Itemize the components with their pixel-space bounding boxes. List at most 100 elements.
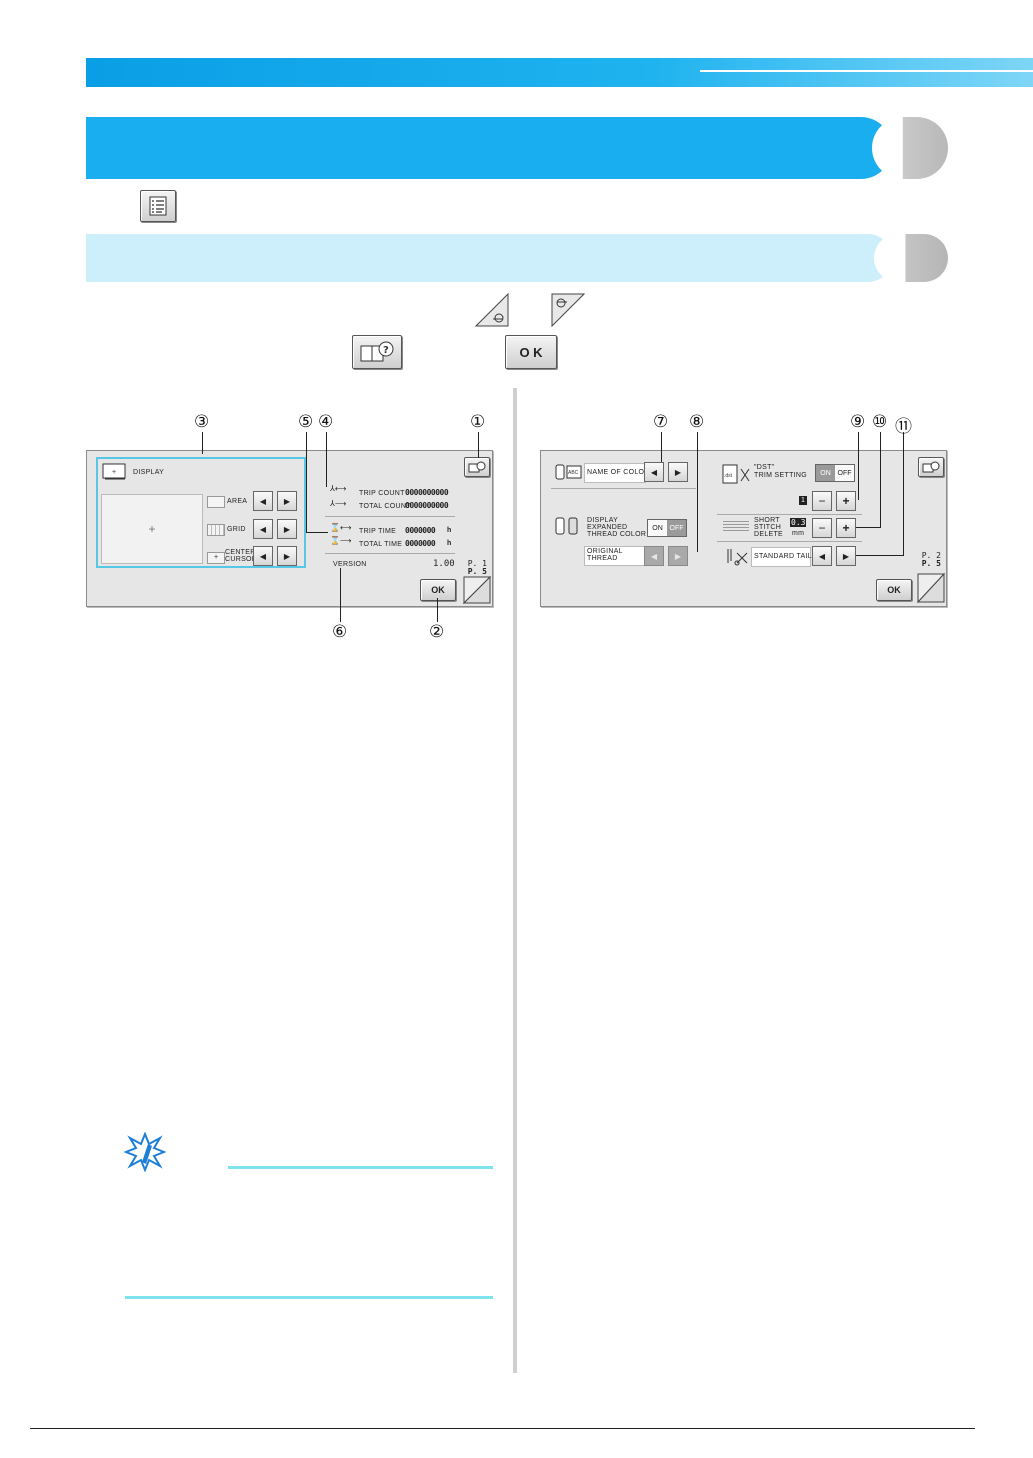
leader-line bbox=[858, 432, 859, 500]
name-of-color-left-button[interactable]: ◀ bbox=[644, 462, 664, 482]
leader-line bbox=[856, 555, 904, 556]
page-next-icon[interactable] bbox=[551, 293, 586, 328]
svg-text:+: + bbox=[112, 469, 116, 476]
standard-tail-right-button[interactable]: ▶ bbox=[836, 546, 856, 566]
ok-button-inline[interactable]: O K bbox=[505, 335, 557, 369]
help-book-button[interactable] bbox=[464, 457, 490, 477]
leader-line bbox=[478, 432, 479, 458]
area-right-button[interactable]: ▶ bbox=[277, 491, 297, 511]
page-current: P. 1 bbox=[467, 559, 487, 568]
total-time-unit: h bbox=[447, 540, 452, 547]
short-stitch-minus-button[interactable]: − bbox=[812, 518, 832, 538]
callout-1: ① bbox=[470, 412, 486, 432]
page-total: P. 5 bbox=[467, 567, 487, 576]
grid-right-button[interactable]: ▶ bbox=[277, 519, 297, 539]
area-left-button[interactable]: ◀ bbox=[253, 491, 273, 511]
ok-button[interactable]: OK bbox=[420, 579, 456, 601]
page-current: P. 2 bbox=[921, 551, 941, 560]
version-label: VERSION bbox=[333, 561, 367, 568]
subsection-cap bbox=[874, 234, 948, 282]
separator bbox=[325, 516, 455, 517]
note-top-line bbox=[228, 1166, 493, 1169]
callout-6: ⑥ bbox=[332, 622, 348, 642]
callout-7: ⑦ bbox=[653, 412, 669, 432]
toggle-on[interactable]: ON bbox=[648, 520, 667, 536]
name-of-color-label: NAME OF COLOR bbox=[587, 469, 650, 476]
leader-line bbox=[903, 432, 904, 555]
standard-tail-left-button[interactable]: ◀ bbox=[812, 546, 832, 566]
display-expanded-label: DISPLAY EXPANDED THREAD COLOR bbox=[587, 517, 647, 538]
page-flip-icon[interactable] bbox=[462, 575, 492, 605]
callout-4: ④ bbox=[318, 412, 334, 432]
short-stitch-unit: mm bbox=[792, 530, 805, 537]
leader-line bbox=[306, 432, 307, 532]
separator bbox=[717, 514, 862, 515]
toggle-off[interactable]: OFF bbox=[835, 465, 854, 481]
short-stitch-plus-button[interactable]: + bbox=[836, 518, 856, 538]
trip-time-label: TRIP TIME bbox=[359, 528, 397, 535]
callout-5: ⑤ bbox=[298, 412, 314, 432]
center-cursor-left-button[interactable]: ◀ bbox=[253, 546, 273, 566]
dst-trim-plus-button[interactable]: + bbox=[836, 491, 856, 511]
settings-list-icon[interactable] bbox=[140, 190, 176, 222]
leader-line bbox=[306, 532, 328, 533]
leader-line bbox=[661, 432, 662, 462]
center-cursor-label: CENTER CURSOR bbox=[225, 549, 258, 563]
standard-tail-box bbox=[751, 547, 811, 567]
hourglass-icon: ⌛⟶ bbox=[330, 536, 352, 545]
grid-left-button[interactable]: ◀ bbox=[253, 519, 273, 539]
ok-button[interactable]: OK bbox=[876, 579, 912, 601]
dst-trim-value: 1 bbox=[799, 496, 807, 505]
original-thread-left-button[interactable]: ◀ bbox=[644, 546, 664, 566]
dst-trim-toggle[interactable]: ON OFF bbox=[815, 464, 855, 482]
total-time-value: 0000000 bbox=[405, 539, 436, 548]
subsection-bar bbox=[86, 234, 892, 282]
expanded-color-toggle[interactable]: ON OFF bbox=[647, 519, 687, 537]
toggle-off[interactable]: OFF bbox=[667, 520, 686, 536]
name-of-color-right-button[interactable]: ▶ bbox=[668, 462, 688, 482]
trip-count-label: TRIP COUNT bbox=[359, 490, 405, 497]
dst-trim-label: "DST" TRIM SETTING bbox=[754, 464, 807, 479]
note-bottom-line bbox=[125, 1296, 493, 1299]
separator bbox=[551, 488, 696, 489]
original-thread-label: ORIGINAL THREAD bbox=[587, 548, 623, 562]
toggle-on[interactable]: ON bbox=[816, 465, 835, 481]
note-icon bbox=[123, 1131, 167, 1173]
separator bbox=[717, 541, 862, 542]
settings-screen-page-2: ABC NAME OF COLOR ◀ ▶ DISPLAY EXPANDED T… bbox=[540, 450, 947, 607]
area-label: AREA bbox=[227, 498, 248, 505]
scissors-icon bbox=[725, 547, 751, 567]
leader-line bbox=[697, 432, 698, 552]
page-total: P. 5 bbox=[921, 559, 941, 568]
short-stitch-value: 0.3 bbox=[790, 518, 807, 527]
center-cursor-icon: + bbox=[207, 552, 225, 564]
svg-text:?: ? bbox=[383, 345, 389, 356]
center-cursor-right-button[interactable]: ▶ bbox=[277, 546, 297, 566]
leader-line bbox=[340, 568, 341, 622]
trip-count-value: 0000000000 bbox=[405, 488, 449, 497]
trip-time-value: 0000000 bbox=[405, 526, 436, 535]
hourglass-icon: ⌛⟷ bbox=[330, 523, 352, 532]
display-preview: + bbox=[101, 494, 203, 564]
dst-trim-minus-button[interactable]: − bbox=[812, 491, 832, 511]
svg-text:.dst: .dst bbox=[724, 473, 733, 479]
page-flip-icon[interactable] bbox=[916, 572, 946, 604]
trip-time-unit: h bbox=[447, 527, 452, 534]
total-time-label: TOTAL TIME bbox=[359, 541, 403, 548]
leader-line bbox=[202, 432, 203, 454]
display-settings-group bbox=[96, 457, 306, 568]
original-thread-right-button[interactable]: ▶ bbox=[668, 546, 688, 566]
callout-2: ② bbox=[429, 622, 445, 642]
help-book-button[interactable] bbox=[918, 457, 944, 477]
expanded-color-icon bbox=[553, 515, 583, 537]
callout-9: ⑨ bbox=[850, 412, 866, 432]
page-bottom-rule bbox=[30, 1428, 975, 1429]
total-count-label: TOTAL COUNT bbox=[359, 503, 411, 510]
callout-8: ⑧ bbox=[689, 412, 705, 432]
column-divider bbox=[513, 388, 517, 1373]
page-prev-icon[interactable] bbox=[474, 292, 509, 327]
help-book-icon[interactable]: ? bbox=[352, 335, 402, 369]
section-title-cap bbox=[872, 117, 948, 179]
area-icon bbox=[207, 496, 225, 508]
leader-line bbox=[437, 598, 438, 622]
